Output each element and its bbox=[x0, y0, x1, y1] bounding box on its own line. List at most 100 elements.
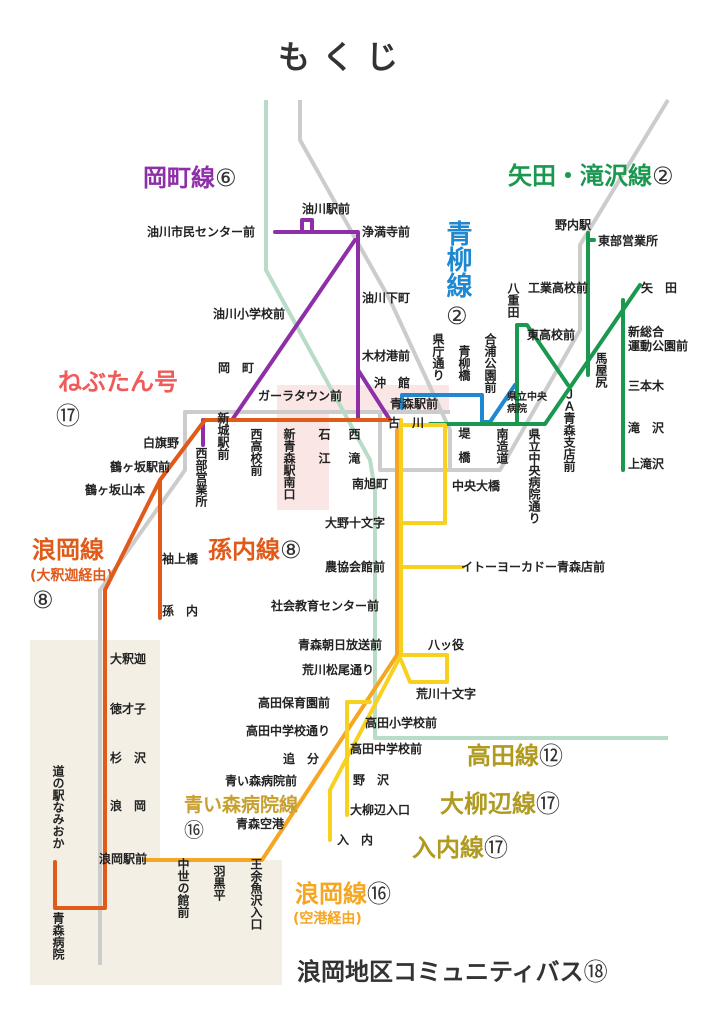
station-label: 馬屋尻 bbox=[594, 352, 608, 388]
route-name: 青柳線 bbox=[442, 220, 472, 298]
yellow-line-yatsuyaku bbox=[399, 653, 449, 684]
station-label: 羽黒平 bbox=[212, 865, 226, 901]
station-label: 王余魚沢入口 bbox=[249, 858, 263, 930]
station-label: 鶴ヶ坂山本 bbox=[85, 483, 146, 497]
station-label: 社会教育センター前 bbox=[271, 599, 380, 613]
station-label: 油川市民センター前 bbox=[147, 225, 256, 239]
route-name: 大柳辺線 bbox=[440, 790, 536, 818]
route-name: 高田線 bbox=[467, 742, 539, 770]
route-title-namioka-airport: 浪岡線⑯ bbox=[295, 874, 391, 909]
route-title-okamachi: 岡町線⑥ bbox=[143, 158, 237, 193]
route-title-nyunai: 入内線⑰ bbox=[412, 828, 508, 863]
route-number-namioka-daishaka: ⑧ bbox=[32, 586, 54, 614]
rail-line-green bbox=[264, 100, 668, 740]
shin-aomori-area bbox=[277, 385, 329, 510]
route-name: 矢田・滝沢線 bbox=[508, 162, 652, 190]
station-label: 高田小学校前 bbox=[365, 716, 438, 730]
route-number-aoimori-hospital: ⑯ bbox=[184, 818, 204, 842]
station-label: 大柳辺入口 bbox=[350, 803, 411, 817]
route-title-yata-takizawa: 矢田・滝沢線② bbox=[508, 156, 674, 191]
station-label: 青森病院 bbox=[51, 912, 65, 960]
station-label: 大釈迦 bbox=[110, 652, 147, 666]
route-name: 入内線 bbox=[412, 834, 484, 862]
station-label: 矢 田 bbox=[641, 281, 678, 295]
route-number: ⑯ bbox=[367, 880, 391, 908]
route-number: ⑫ bbox=[539, 742, 563, 770]
station-label: 堤 橋 bbox=[457, 427, 471, 463]
station-label: 県立中央病院通り bbox=[527, 428, 541, 524]
route-number: ⑥ bbox=[215, 164, 237, 192]
aomori-station-area bbox=[329, 385, 449, 413]
route-title-oyanagibe: 大柳辺線⑰ bbox=[440, 784, 560, 819]
station-label: 青柳橋 bbox=[457, 345, 471, 381]
namioka-area bbox=[30, 640, 160, 985]
station-label: 県立中央 病院 bbox=[507, 392, 547, 415]
route-name: 青い森病院線 bbox=[184, 794, 299, 816]
station-label: 工業高校前 bbox=[528, 281, 589, 295]
okamachi-line-branch bbox=[300, 218, 314, 234]
rail-line-gray-station bbox=[378, 412, 450, 472]
station-label: 浄満寺前 bbox=[362, 225, 411, 239]
station-label: 鶴ヶ坂駅前 bbox=[110, 460, 171, 474]
route-number-nebutan: ⑰ bbox=[56, 402, 80, 430]
yata-takizawa-branch-east-hs bbox=[515, 323, 570, 426]
station-label: 青森空港 bbox=[236, 817, 285, 831]
yata-takizawa-line bbox=[428, 283, 642, 426]
station-label: 西高校前 bbox=[249, 428, 263, 476]
station-label: 青い森病院前 bbox=[225, 774, 298, 788]
route-number: ⑱ bbox=[583, 958, 608, 986]
station-label: 木材港前 bbox=[362, 349, 411, 363]
okamachi-line-triangle bbox=[230, 238, 357, 422]
route-sub-namioka-airport: (空港経由) bbox=[293, 911, 362, 927]
route-title-community: 浪岡地区コミュニティバス⑱ bbox=[297, 952, 608, 987]
station-label: 石 江 bbox=[317, 428, 331, 464]
route-title-magonai: 孫内線⑧ bbox=[208, 530, 302, 565]
route-sub-namioka-daishaka: (大釈迦経由) bbox=[30, 568, 113, 584]
yellow-line-oyanagibe bbox=[345, 700, 372, 817]
station-label: イトーヨーカドー青森店前 bbox=[461, 560, 606, 574]
station-label: 孫 内 bbox=[162, 604, 199, 618]
route-number-aoyagi: ② bbox=[446, 302, 468, 330]
route-name: 岡町線 bbox=[143, 164, 215, 192]
station-label: 沖 館 bbox=[374, 376, 411, 390]
route-name: 浪岡線 bbox=[295, 880, 367, 908]
route-name: ねぶたん号 bbox=[58, 368, 178, 396]
aoyagi-line bbox=[400, 383, 517, 424]
page-title: もくじ bbox=[278, 38, 411, 76]
station-label: 滝 沢 bbox=[628, 421, 665, 435]
station-label: 合浦公園前 bbox=[483, 333, 497, 393]
station-label: 新城駅前 bbox=[216, 412, 230, 460]
station-label: 徳才子 bbox=[110, 702, 147, 716]
station-label: 古 川 bbox=[388, 416, 425, 430]
airport-line bbox=[143, 428, 399, 862]
station-label: 荒川松尾通り bbox=[302, 663, 375, 677]
namioka-area-south bbox=[160, 860, 282, 985]
station-label: 白旗野 bbox=[143, 436, 180, 450]
route-number: ⑧ bbox=[280, 536, 302, 564]
station-label: 八重田 bbox=[506, 282, 520, 318]
station-label: 岡 町 bbox=[218, 361, 255, 375]
route-number: ⑰ bbox=[536, 790, 560, 818]
rail-line-gray-north bbox=[298, 100, 452, 470]
station-label: 浪 岡 bbox=[110, 799, 147, 813]
station-label: 新青森駅南口 bbox=[282, 428, 296, 500]
station-label: 杉 沢 bbox=[110, 751, 147, 765]
route-title-aoimori-hospital: 青い森病院線 bbox=[184, 790, 298, 817]
station-label: 農協会館前 bbox=[325, 560, 386, 574]
station-label: 荒川十文字 bbox=[416, 687, 477, 701]
rail-line-gray-east bbox=[450, 98, 670, 472]
station-label: 三本木 bbox=[628, 379, 665, 393]
route-number: ② bbox=[652, 162, 674, 190]
route-title-namioka-daishaka: 浪岡線 bbox=[32, 530, 104, 565]
station-label: 西 滝 bbox=[347, 428, 361, 464]
route-name: 孫内線 bbox=[208, 536, 280, 564]
station-label: 南旭町 bbox=[352, 477, 389, 491]
station-label: 入 内 bbox=[337, 833, 374, 847]
station-label: 新総合 運動公園前 bbox=[628, 325, 689, 353]
station-label: 中世の館前 bbox=[176, 858, 190, 918]
station-label: 青森朝日放送前 bbox=[298, 638, 383, 652]
namioka-line bbox=[53, 418, 392, 910]
station-label: 八ッ役 bbox=[428, 638, 465, 652]
station-label: 袖上橋 bbox=[162, 552, 199, 566]
